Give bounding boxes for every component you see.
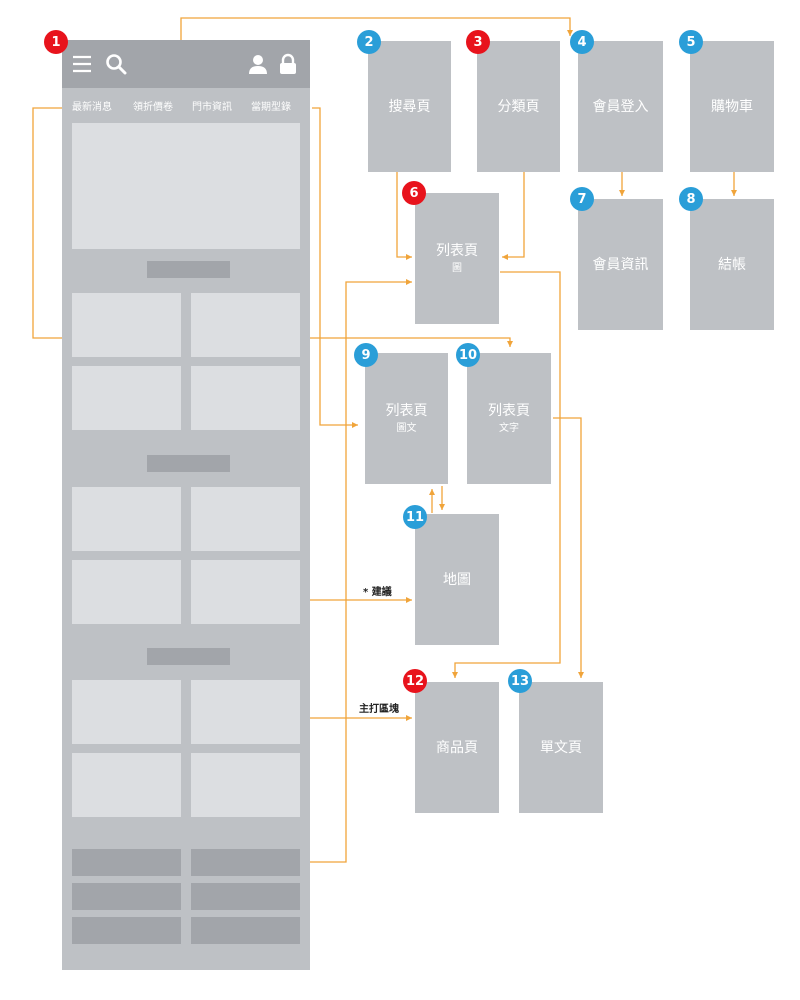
home-wireframe: 最新消息 領折價卷 門市資訊 當期型錄 [62,40,310,970]
page-list-image: 列表頁 圖 [415,193,499,324]
grid-item-block [72,753,181,817]
badge-9: 9 [354,343,378,367]
badge-3: 3 [466,30,490,54]
page-title: 分類頁 [497,98,540,115]
note-feature-block: 主打區塊 [359,704,399,715]
badge-12: 12 [403,669,427,693]
page-title: 會員資訊 [592,256,649,273]
badge-5: 5 [679,30,703,54]
page-title: 地圖 [443,571,471,588]
connector-text-list-to-article [553,417,584,678]
badge-13: 13 [508,669,532,693]
user-icon [244,50,272,78]
page-subtitle: 文字 [499,423,519,434]
footer-link-block [191,849,300,876]
nav-coupon: 領折價卷 [133,102,173,113]
page-list-image-text: 列表頁 圖文 [365,353,448,484]
section-title-block [147,261,230,278]
grid-item-block [191,293,300,357]
badge-11: 11 [403,505,427,529]
footer-link-block [191,917,300,944]
grid-item-block [72,293,181,357]
page-cart: 購物車 [690,41,774,172]
grid-item-block [191,680,300,744]
badge-2: 2 [357,30,381,54]
grid-item-block [72,680,181,744]
page-title: 搜尋頁 [388,98,431,115]
page-subtitle: 圖 [452,263,462,274]
page-title: 會員登入 [592,98,649,115]
lock-icon [274,50,302,78]
grid-item-block [72,487,181,551]
footer-link-block [72,917,181,944]
wireframe-header [62,40,310,88]
badge-8: 8 [679,187,703,211]
page-title: 列表頁 [436,243,478,259]
grid-item-block [191,753,300,817]
page-product: 商品頁 [415,682,499,813]
badge-4: 4 [570,30,594,54]
badge-6: 6 [402,181,426,205]
page-map: 地圖 [415,514,499,645]
search-icon [102,50,130,78]
page-title: 結帳 [718,256,746,273]
page-list-text: 列表頁 文字 [467,353,551,484]
page-title: 列表頁 [488,403,530,419]
note-suggest: * 建議 [363,587,392,598]
page-subtitle: 圖文 [396,423,417,434]
badge-7: 7 [570,187,594,211]
menu-icon [68,50,96,78]
page-title: 單文頁 [540,739,582,756]
grid-item-block [191,366,300,430]
footer-link-block [72,849,181,876]
section-title-block [147,648,230,665]
connector-category-to-list [502,172,525,260]
page-member-login: 會員登入 [578,41,663,172]
connector-catalog-to-image-text-list [312,107,358,428]
nav-store: 門市資訊 [192,102,232,113]
page-member-info: 會員資訊 [578,199,663,330]
page-article: 單文頁 [519,682,603,813]
page-search: 搜尋頁 [368,41,451,172]
grid-item-block [191,487,300,551]
nav-news: 最新消息 [72,102,112,113]
grid-item-block [191,560,300,624]
grid-item-block [72,560,181,624]
badge-1: 1 [44,30,68,54]
footer-link-block [191,883,300,910]
footer-link-block [72,883,181,910]
page-checkout: 結帳 [690,199,774,330]
section-title-block [147,455,230,472]
grid-item-block [72,366,181,430]
page-title: 列表頁 [385,403,428,419]
page-title: 購物車 [711,98,753,115]
nav-catalog: 當期型錄 [251,102,291,113]
page-title: 商品頁 [436,739,478,756]
banner-block [72,123,300,249]
page-category: 分類頁 [477,41,560,172]
badge-10: 10 [456,343,480,367]
